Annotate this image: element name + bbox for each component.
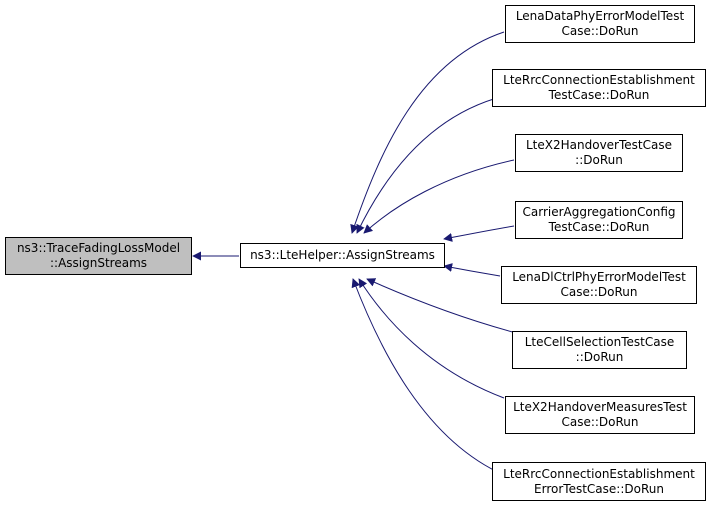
caller-node[interactable]: LteX2HandoverTestCase ::DoRun (515, 134, 683, 172)
caller-line-2: TestCase::DoRun (548, 220, 650, 234)
edge-caller-2-to-hub (356, 95, 505, 234)
caller-line-1: LteRrcConnectionEstablishment (503, 73, 695, 87)
caller-line-1: LenaDlCtrlPhyErrorModelTest (512, 270, 686, 284)
caller-line-1: LteX2HandoverMeasuresTest (513, 400, 687, 414)
caller-line-1: LenaDataPhyErrorModelTest (515, 9, 685, 23)
edge-caller-8-to-hub (351, 278, 505, 476)
caller-line-2: Case::DoRun (560, 285, 638, 299)
root-function-line-1: ns3::TraceFadingLossModel (16, 241, 181, 255)
edge-caller-1-to-hub (350, 31, 505, 234)
caller-line-2: ErrorTestCase::DoRun (534, 481, 664, 496)
edge-caller-6-to-hub (366, 278, 521, 335)
caller-node[interactable]: LteCellSelectionTestCase ::DoRun (512, 331, 687, 369)
caller-line-2: ::DoRun (575, 153, 623, 167)
edge-caller-5-to-hub (443, 263, 501, 277)
caller-line-1: LteRrcConnectionEstablishment (503, 466, 695, 481)
edge-caller-7-to-hub (358, 278, 505, 399)
caller-node[interactable]: LenaDataPhyErrorModelTest Case::DoRun (505, 5, 695, 43)
edge-caller-4-to-hub (443, 225, 515, 242)
root-function-node: ns3::TraceFadingLossModel ::AssignStream… (5, 237, 192, 275)
caller-line-1: LteX2HandoverTestCase (526, 138, 672, 152)
caller-line-2: TestCase::DoRun (548, 88, 650, 102)
caller-line-2: ::DoRun (575, 350, 624, 364)
edge-caller-3-to-hub (363, 159, 515, 234)
caller-line-1: LteCellSelectionTestCase (524, 335, 675, 349)
caller-node[interactable]: LenaDlCtrlPhyErrorModelTest Case::DoRun (501, 266, 697, 304)
caller-node[interactable]: CarrierAggregationConfig TestCase::DoRun (515, 201, 683, 239)
root-function-line-2: ::AssignStreams (49, 256, 148, 270)
hub-function-node[interactable]: ns3::LteHelper::AssignStreams (240, 243, 445, 268)
caller-node[interactable]: LteX2HandoverMeasuresTest Case::DoRun (505, 396, 695, 434)
caller-node[interactable]: LteRrcConnectionEstablishment ErrorTestC… (492, 462, 706, 501)
caller-line-1: CarrierAggregationConfig (522, 205, 676, 219)
caller-node[interactable]: LteRrcConnectionEstablishment TestCase::… (492, 69, 706, 107)
hub-function-label: ns3::LteHelper::AssignStreams (250, 248, 435, 262)
caller-line-2: Case::DoRun (561, 24, 639, 38)
caller-line-2: Case::DoRun (561, 415, 639, 429)
